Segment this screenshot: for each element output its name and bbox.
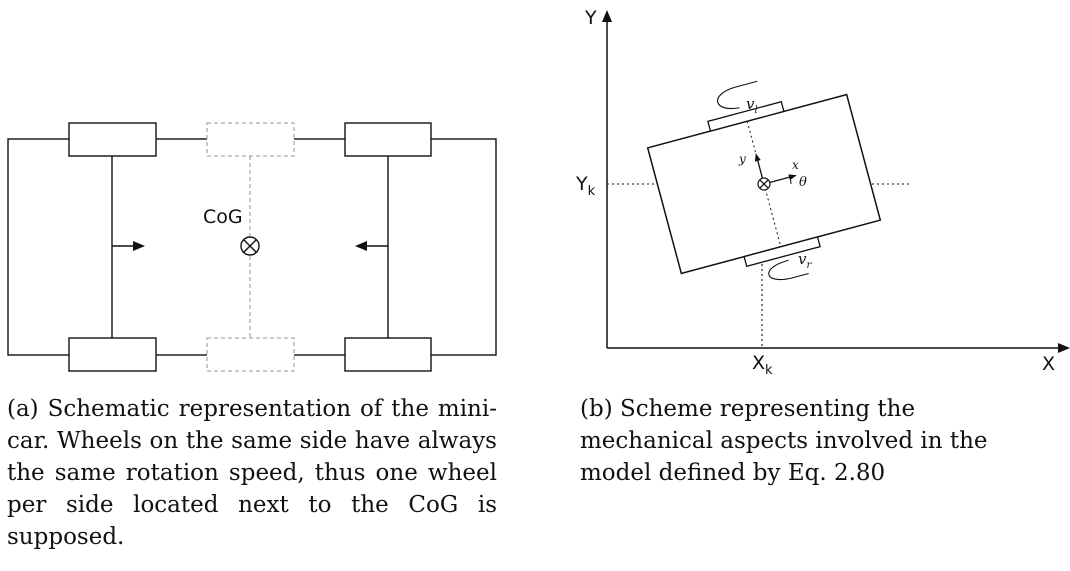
- theta-label: θ: [799, 175, 807, 190]
- wheel-rear-right: [344, 337, 432, 372]
- mechanical-scheme: Y X Yk Xk: [575, 7, 1070, 378]
- caption-b: (b) Scheme representing the mechanical a…: [580, 396, 988, 486]
- arrow-right-head: [355, 241, 367, 251]
- arrow-left-head: [133, 241, 145, 251]
- robot-wheel-right: [743, 236, 821, 268]
- local-y-arrowhead: [754, 153, 761, 162]
- caption-a: (a) Schematic representation of the mini…: [7, 396, 497, 550]
- wheel-front-left: [68, 122, 157, 157]
- vr-label: vr: [798, 250, 812, 271]
- x-axis-arrowhead: [1058, 343, 1070, 353]
- axis-x-label: X: [1042, 353, 1055, 375]
- yk-label: Yk: [575, 173, 596, 199]
- vl-label: vl: [746, 95, 758, 116]
- wheel-rear-left: [68, 337, 157, 372]
- y-axis-arrowhead: [602, 10, 612, 22]
- cog-symbol: [240, 236, 260, 256]
- axis-y-label: Y: [584, 7, 597, 29]
- robot-center-symbol: [757, 177, 771, 191]
- minicar-schematic: [7, 122, 497, 372]
- local-y-label: y: [738, 152, 746, 166]
- rotation-indicator-left: [717, 80, 758, 110]
- rotation-indicator-right: [768, 259, 809, 280]
- cog-label: CoG: [203, 206, 243, 228]
- xk-label: Xk: [752, 352, 773, 378]
- virtual-wheels: [206, 122, 295, 372]
- wheel-front-right: [344, 122, 432, 157]
- local-x-label: x: [792, 158, 799, 172]
- theta-arc: [789, 176, 792, 185]
- virtual-wheel-bottom: [206, 337, 295, 372]
- virtual-wheel-top: [206, 122, 295, 157]
